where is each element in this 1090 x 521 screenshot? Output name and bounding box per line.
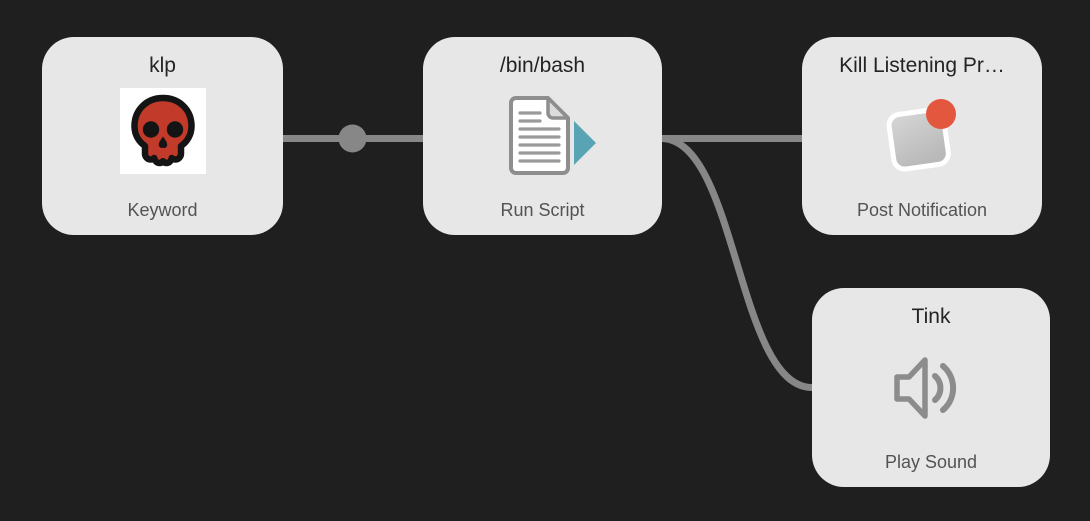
wire-connector-dot[interactable] bbox=[338, 124, 367, 153]
wire-runscript-to-playsound[interactable] bbox=[661, 135, 813, 391]
node-post-notification-subtitle: Post Notification bbox=[856, 200, 988, 220]
node-post-notification[interactable]: Kill Listening Pr… Post Notification bbox=[802, 37, 1042, 235]
node-run-script-title: /bin/bash bbox=[499, 54, 586, 77]
speaker-icon bbox=[812, 344, 1050, 430]
node-play-sound[interactable]: Tink Play Sound bbox=[812, 288, 1050, 487]
node-play-sound-title: Tink bbox=[911, 305, 951, 328]
node-keyword[interactable]: klp Keyword bbox=[42, 37, 283, 235]
notification-icon bbox=[802, 88, 1042, 180]
node-keyword-subtitle: Keyword bbox=[127, 200, 198, 220]
skull-icon bbox=[42, 88, 283, 174]
node-post-notification-title: Kill Listening Pr… bbox=[839, 54, 1005, 77]
node-run-script-subtitle: Run Script bbox=[500, 200, 585, 220]
node-run-script[interactable]: /bin/bash Run Script bbox=[423, 37, 662, 235]
run-script-icon bbox=[423, 91, 662, 179]
node-play-sound-subtitle: Play Sound bbox=[884, 452, 978, 472]
node-keyword-title: klp bbox=[149, 54, 176, 77]
